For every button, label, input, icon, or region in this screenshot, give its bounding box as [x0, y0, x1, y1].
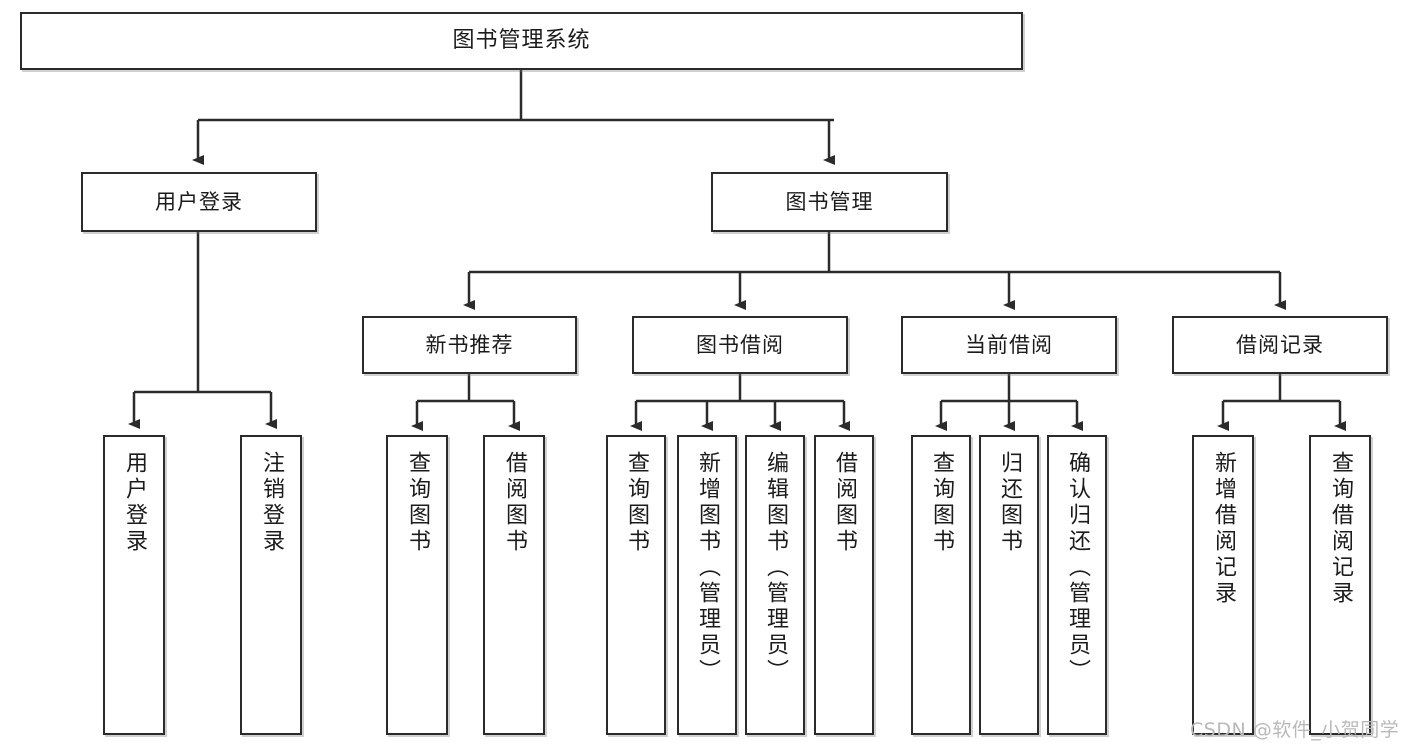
node-label: 用户登录 — [122, 451, 147, 555]
node-label: 借阅记录 — [1236, 332, 1324, 357]
node-label: 查询图书 — [405, 451, 430, 555]
node-label: 查询借阅记录 — [1328, 451, 1353, 607]
node-root-system[interactable]: 图书管理系统 — [20, 12, 1023, 70]
leaf-borrow-record-add[interactable]: 新增借阅记录 — [1192, 435, 1254, 735]
leaf-user-login-logout[interactable]: 注销登录 — [240, 435, 302, 735]
node-label: 当前借阅 — [965, 332, 1053, 357]
node-label: 图书管理系统 — [452, 28, 591, 54]
node-label: 借阅图书 — [832, 451, 857, 555]
node-label: 新增图书（管理员） — [695, 451, 720, 685]
node-new-book-recommend[interactable]: 新书推荐 — [362, 316, 577, 374]
leaf-book-borrow-query[interactable]: 查询图书 — [606, 435, 666, 735]
node-label: 注销登录 — [259, 451, 284, 555]
node-user-login[interactable]: 用户登录 — [81, 172, 317, 232]
node-label: 编辑图书（管理员） — [763, 451, 788, 685]
node-label: 用户登录 — [155, 189, 243, 214]
node-label: 归还图书 — [997, 451, 1022, 555]
leaf-current-borrow-query[interactable]: 查询图书 — [911, 435, 971, 735]
leaf-book-borrow-edit[interactable]: 编辑图书（管理员） — [745, 435, 805, 735]
leaf-borrow-record-query[interactable]: 查询借阅记录 — [1309, 435, 1371, 735]
leaf-current-borrow-confirm-return[interactable]: 确认归还（管理员） — [1047, 435, 1107, 735]
node-label: 新书推荐 — [425, 332, 514, 357]
node-book-management[interactable]: 图书管理 — [711, 172, 948, 232]
node-label: 图书管理 — [785, 189, 874, 214]
node-label: 图书借阅 — [696, 332, 784, 357]
leaf-user-login-login[interactable]: 用户登录 — [103, 435, 165, 735]
leaf-new-book-borrow[interactable]: 借阅图书 — [483, 435, 545, 735]
leaf-book-borrow-add[interactable]: 新增图书（管理员） — [677, 435, 737, 735]
node-label: 新增借阅记录 — [1211, 451, 1236, 607]
leaf-new-book-query[interactable]: 查询图书 — [386, 435, 448, 735]
node-book-borrow[interactable]: 图书借阅 — [632, 316, 848, 374]
node-current-borrow[interactable]: 当前借阅 — [901, 316, 1117, 374]
node-label: 查询图书 — [624, 451, 649, 555]
leaf-current-borrow-return[interactable]: 归还图书 — [979, 435, 1039, 735]
node-borrow-record[interactable]: 借阅记录 — [1172, 316, 1388, 374]
node-label: 查询图书 — [929, 451, 954, 555]
node-label: 借阅图书 — [502, 451, 527, 555]
leaf-book-borrow-borrow[interactable]: 借阅图书 — [814, 435, 874, 735]
node-label: 确认归还（管理员） — [1065, 451, 1090, 685]
